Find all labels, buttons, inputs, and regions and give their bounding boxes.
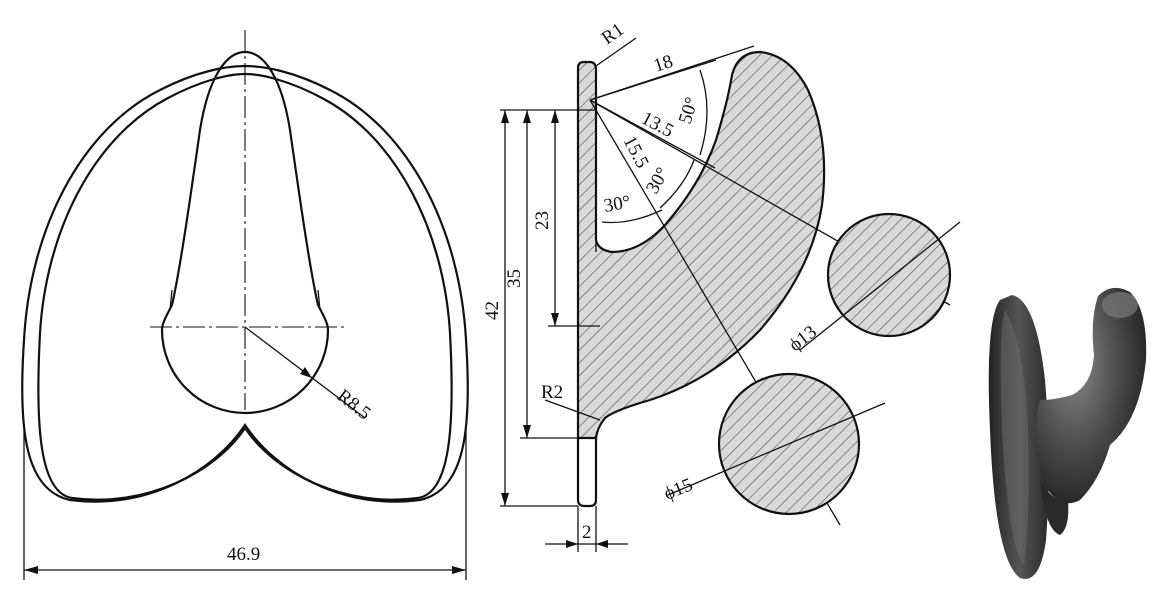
- arc-30-lower: [601, 209, 663, 224]
- angle-ref: [589, 59, 717, 101]
- r1-label: R1: [598, 19, 628, 49]
- dim-35-arrow-bottom: [523, 425, 531, 438]
- dim-35-arrow-top: [523, 110, 531, 123]
- arc-50: [699, 69, 708, 156]
- dim-42-arrow-bottom: [501, 493, 509, 506]
- h35-label: 35: [504, 269, 525, 288]
- dia13-label: ϕ13: [785, 322, 821, 356]
- h23-label: 23: [532, 211, 553, 230]
- keyhole-shape: [160, 50, 330, 415]
- thk-label: 2: [582, 522, 592, 543]
- front-view: R8.5 46.9: [21, 30, 469, 580]
- flat-right: [317, 289, 321, 311]
- dim-23-arrow-top: [551, 110, 559, 123]
- flat-left: [169, 289, 173, 311]
- arc-30-upper: [659, 159, 695, 209]
- angle50-label: 50°: [675, 95, 703, 127]
- thk-arrow-right: [596, 540, 608, 548]
- width-label: 46.9: [227, 544, 260, 565]
- section-view: R1 18 13.5 15.5 50° 30° 30° 23 35 42 R2: [482, 19, 961, 552]
- dia15-label: ϕ15: [661, 474, 696, 504]
- dim-42-arrow-top: [501, 110, 509, 123]
- 3d-model-image: [988, 287, 1147, 579]
- dim-23-arrow-bottom: [551, 313, 559, 326]
- angle30a-label: 30°: [602, 192, 632, 217]
- model-hook-tip: [1102, 292, 1138, 318]
- model-stem-shadow: [1040, 480, 1069, 535]
- len15-5-label: 15.5: [619, 132, 653, 171]
- r1-leader: [595, 37, 637, 67]
- width-arrow-right: [452, 566, 466, 574]
- section-circle-13: [826, 212, 952, 338]
- hook-section: [576, 50, 826, 440]
- r2-leader: [544, 399, 601, 421]
- dia15-line: [667, 402, 886, 496]
- radius-label: R8.5: [333, 385, 375, 424]
- model-hook: [1035, 287, 1147, 504]
- base-plate-lower: [576, 438, 598, 508]
- dia13-line: [799, 221, 961, 351]
- angle30b-label: 30°: [642, 164, 673, 198]
- width-arrow-left: [24, 566, 38, 574]
- thk-arrow-left: [566, 540, 578, 548]
- radius-arrow: [300, 367, 312, 378]
- r2-label: R2: [541, 382, 563, 403]
- h42-label: 42: [482, 301, 503, 320]
